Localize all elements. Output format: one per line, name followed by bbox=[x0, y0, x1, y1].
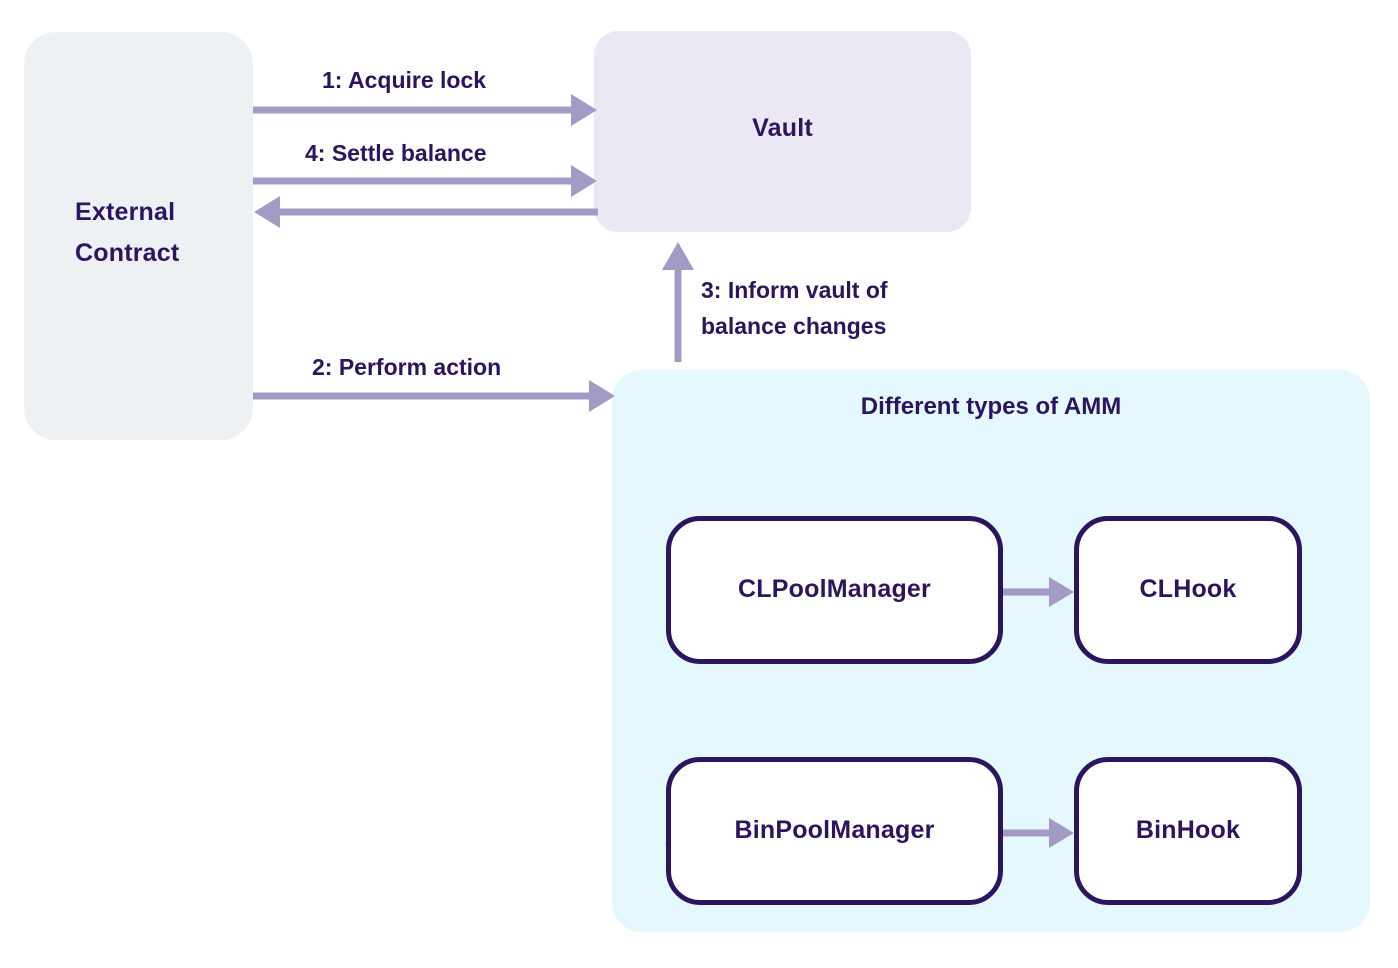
cl-pool-manager-label: CLPoolManager bbox=[738, 575, 931, 604]
arrow-vault-return bbox=[254, 196, 598, 228]
edge-label-settle-balance: 4: Settle balance bbox=[305, 140, 487, 166]
edge-label-perform-action: 2: Perform action bbox=[312, 354, 502, 380]
vault-label: Vault bbox=[752, 113, 813, 142]
node-cl-pool-manager[interactable]: CLPoolManager bbox=[666, 516, 1003, 664]
external-contract-label-line1: External bbox=[75, 198, 176, 226]
node-vault[interactable]: Vault bbox=[594, 31, 971, 232]
bin-pool-manager-label: BinPoolManager bbox=[734, 816, 935, 845]
bin-hook-label: BinHook bbox=[1135, 816, 1241, 845]
amm-panel-title: Different types of AMM bbox=[860, 393, 1122, 420]
node-cl-hook[interactable]: CLHook bbox=[1074, 516, 1302, 664]
external-contract-label-line2: Contract bbox=[75, 238, 180, 267]
edge-label-acquire-lock: 1: Acquire lock bbox=[322, 67, 487, 93]
node-bin-pool-manager[interactable]: BinPoolManager bbox=[666, 757, 1003, 905]
arrow-inform-vault bbox=[662, 242, 694, 362]
edge-label-inform-vault: 3: Inform vault of balance changes bbox=[701, 277, 888, 339]
node-bin-hook[interactable]: BinHook bbox=[1074, 757, 1302, 905]
cl-hook-label: CLHook bbox=[1139, 575, 1237, 604]
